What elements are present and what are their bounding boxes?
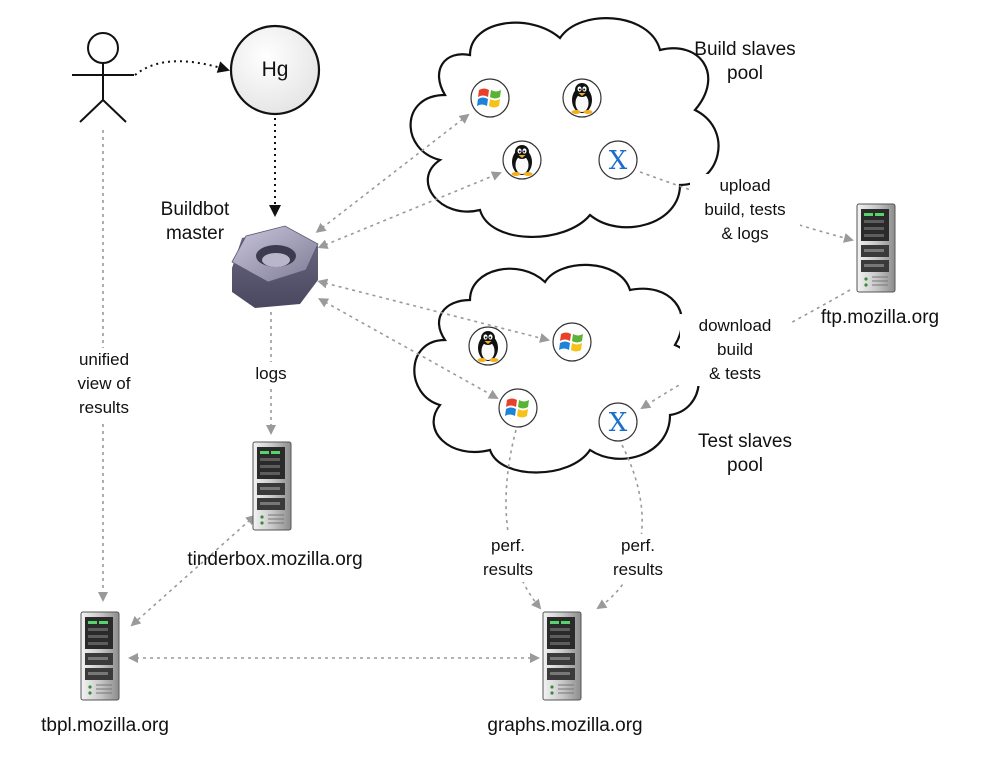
buildbot-master-label-line2: master	[165, 223, 225, 244]
perf-results-right-line2: results	[612, 560, 664, 579]
linux-tux-icon	[562, 78, 602, 118]
download-edge-label-line1: download	[698, 316, 772, 335]
unified-view-edge-label: unified view of results	[58, 348, 150, 420]
mac-osx-icon	[598, 402, 638, 442]
graphs-server-label: graphs.mozilla.org	[487, 715, 643, 736]
tinderbox-server-label: tinderbox.mozilla.org	[187, 549, 363, 570]
build-slaves-pool-label-line2: pool	[727, 63, 763, 84]
build-slaves-pool-label: Build slaves pool	[670, 38, 820, 86]
test-slaves-pool-label-line2: pool	[727, 455, 763, 476]
perf-results-left-line2: results	[482, 560, 534, 579]
windows-icon	[498, 388, 538, 428]
test-slaves-cloud	[413, 263, 700, 474]
download-edge-label-line3: & tests	[709, 364, 761, 383]
tbpl-server-icon	[80, 611, 120, 701]
ftp-server-label: ftp.mozilla.org	[820, 307, 940, 328]
buildbot-master-label-line1: Buildbot	[160, 199, 230, 220]
hg-repository-node	[229, 24, 321, 116]
download-edge-label-line2: build	[717, 340, 753, 359]
test-slaves-pool-label: Test slaves pool	[670, 430, 820, 478]
download-edge-label: download build & tests	[680, 314, 790, 386]
edge-dev-to-hg	[134, 60, 230, 76]
unified-view-edge-label-line3: results	[78, 398, 130, 417]
perf-results-left-label: perf. results	[468, 534, 548, 582]
perf-results-right-label: perf. results	[598, 534, 678, 582]
upload-edge-label-line1: upload	[719, 176, 771, 195]
edge-download-from-ftp	[640, 289, 851, 410]
hg-label: Hg	[261, 58, 289, 81]
edge-perf-left	[505, 429, 542, 610]
edge-perf-right	[596, 444, 643, 610]
edge-master-test-win	[317, 278, 550, 343]
unified-view-edge-label-line1: unified	[78, 350, 130, 369]
linux-tux-icon	[502, 140, 542, 180]
upload-edge-label-line3: & logs	[721, 224, 769, 243]
mac-osx-icon	[598, 140, 638, 180]
tinderbox-server-icon	[252, 441, 292, 531]
linux-tux-icon	[468, 326, 508, 366]
edge-tinderbox-tbpl	[130, 514, 256, 627]
build-slaves-pool-label-line1: Build slaves	[694, 39, 796, 60]
windows-icon	[552, 322, 592, 362]
test-slaves-pool-label-line1: Test slaves	[698, 431, 792, 452]
perf-results-right-line1: perf.	[620, 536, 656, 555]
logs-edge-label: logs	[246, 362, 296, 386]
windows-icon	[470, 78, 510, 118]
buildbot-master-nut-icon	[231, 225, 319, 308]
developer-stick-figure-icon	[72, 32, 134, 123]
unified-view-edge-label-line2: view of	[77, 374, 131, 393]
buildbot-master-label: Buildbot master	[140, 198, 250, 246]
perf-results-left-line1: perf.	[490, 536, 526, 555]
upload-edge-label: upload build, tests & logs	[690, 174, 800, 246]
edge-master-test-win2	[318, 298, 499, 399]
ftp-server-icon	[856, 203, 896, 293]
graphs-server-icon	[542, 611, 582, 701]
tbpl-server-label: tbpl.mozilla.org	[41, 715, 169, 736]
upload-edge-label-line2: build, tests	[704, 200, 786, 219]
